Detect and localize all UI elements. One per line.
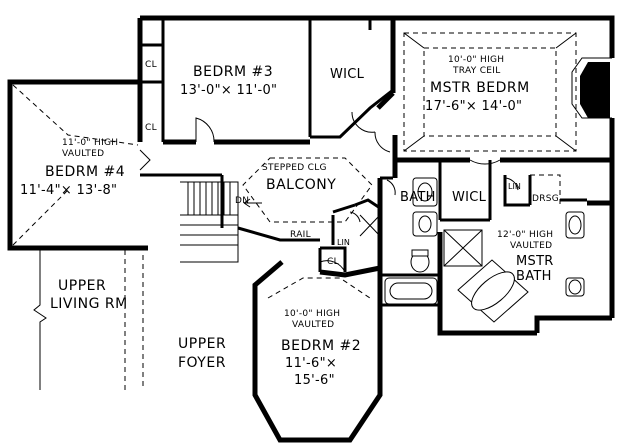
balcony-ceiling: STEPPED CLG bbox=[262, 163, 327, 173]
upper-foyer-name-1: UPPER bbox=[178, 336, 226, 352]
drsg-label: DRSG bbox=[532, 194, 559, 204]
bedrm4-ceiling-2: VAULTED bbox=[62, 149, 104, 159]
mstr-bath-ceiling-2: VAULTED bbox=[510, 241, 552, 251]
upper-foyer-name-2: FOYER bbox=[178, 355, 226, 371]
room-labels: CL CL BEDRM #3 13'-0"× 11'-0" WICL 10'-0… bbox=[20, 55, 559, 388]
upper-living-name-2: LIVING RM bbox=[50, 296, 128, 312]
bedrm4-size: 11'-4"× 13'-8" bbox=[20, 183, 117, 198]
living-room-lines bbox=[33, 250, 144, 390]
bedrm2-name: BEDRM #2 bbox=[281, 338, 361, 354]
lin-bath-label: LIN bbox=[337, 238, 350, 247]
door-swings bbox=[139, 111, 519, 273]
bedrm2-ceiling-1: 10'-0" HIGH bbox=[284, 309, 340, 319]
bath-label: BATH bbox=[400, 190, 436, 205]
bedrm2-size-2: 15'-6" bbox=[294, 373, 335, 388]
bedrm4-ceiling-1: 11'-0" HIGH bbox=[62, 138, 118, 148]
wicl-top-label: WICL bbox=[330, 67, 365, 82]
fireplace-icon bbox=[571, 57, 612, 119]
bedrm3-name: BEDRM #3 bbox=[193, 64, 273, 80]
vault-lines-bedrm2 bbox=[267, 277, 371, 299]
bath-fixtures bbox=[359, 174, 585, 323]
upper-living-name-1: UPPER bbox=[58, 278, 106, 294]
tray-ceiling bbox=[403, 32, 577, 152]
mstr-bath-name-2: BATH bbox=[516, 269, 552, 284]
bedrm2-ceiling-2: VAULTED bbox=[292, 320, 334, 330]
mstr-bath-name-1: MSTR bbox=[516, 254, 554, 269]
bedrm3-size: 13'-0"× 11'-0" bbox=[180, 83, 277, 98]
cl-top-label: CL bbox=[145, 60, 157, 70]
bedrm2-size-1: 11'-6"× bbox=[285, 356, 337, 371]
wicl-bath-label: WICL bbox=[452, 190, 487, 205]
balcony-outline bbox=[242, 157, 373, 223]
mstr-bath-ceiling-1: 12'-0" HIGH bbox=[497, 230, 553, 240]
cl-bed2-label: CL bbox=[327, 257, 339, 267]
staircase bbox=[180, 181, 320, 263]
rail-label: RAIL bbox=[290, 230, 311, 240]
lin-mstr-label: LIN bbox=[508, 182, 521, 191]
mstr-bedrm-size: 17'-6"× 14'-0" bbox=[425, 99, 522, 114]
balcony-name: BALCONY bbox=[266, 177, 336, 193]
mstr-ceiling-1: 10'-0" HIGH bbox=[448, 55, 504, 65]
mstr-ceiling-2: TRAY CEIL bbox=[452, 66, 501, 76]
vault-lines-bedrm4 bbox=[12, 84, 139, 246]
cl-mid-label: CL bbox=[145, 123, 157, 133]
bedrm4-name: BEDRM #4 bbox=[45, 164, 125, 180]
mstr-bedrm-name: MSTR BEDRM bbox=[430, 80, 530, 96]
dn-label: DN bbox=[235, 196, 249, 206]
